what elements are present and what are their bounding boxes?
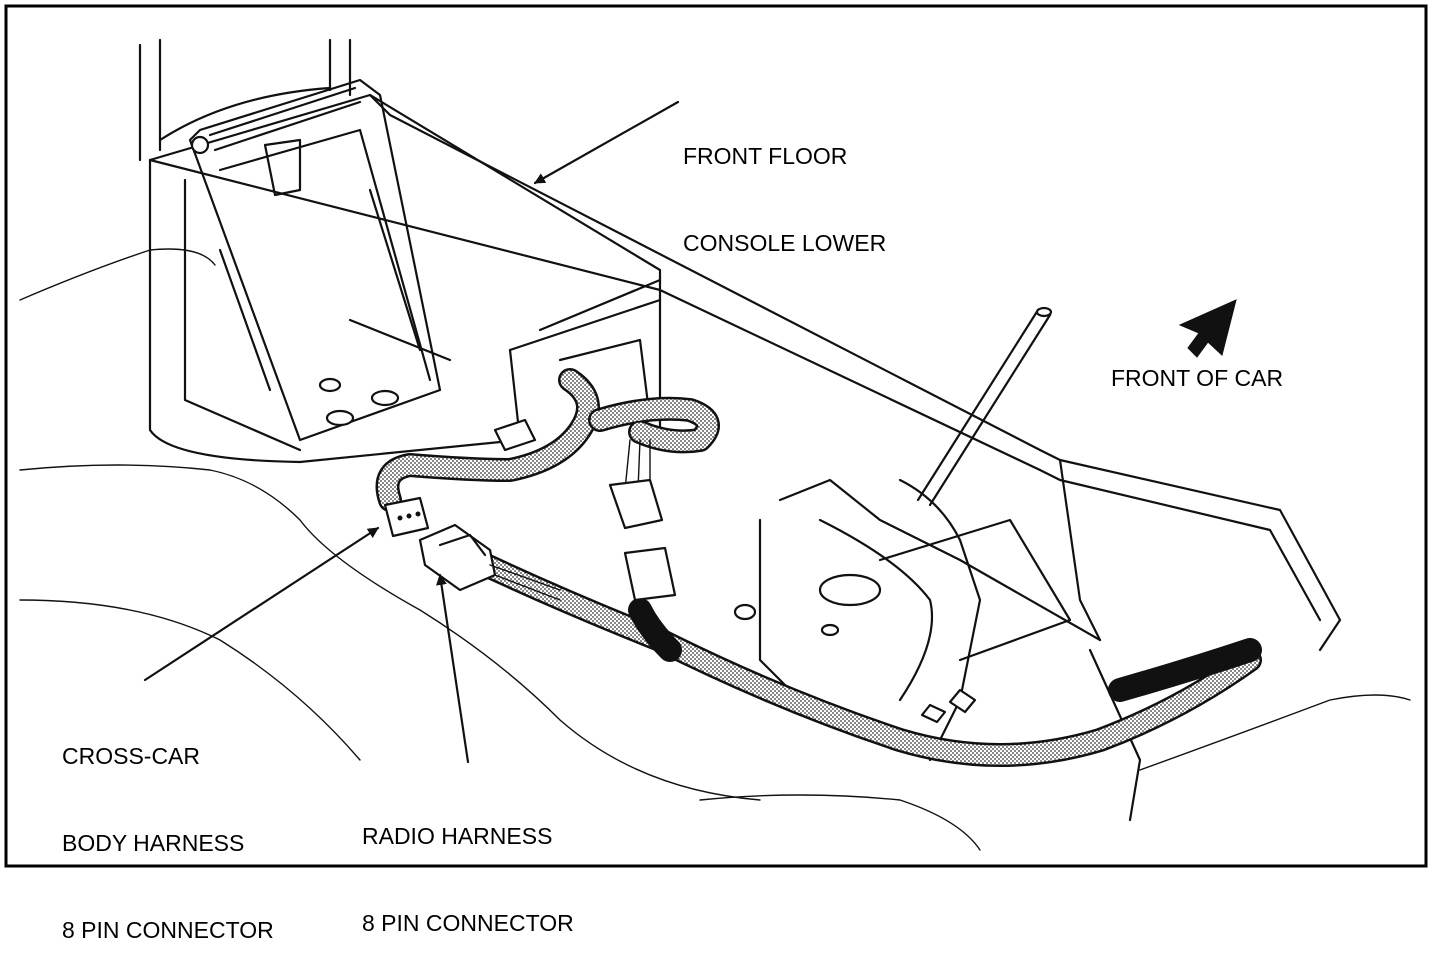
cross-car-label-line2: BODY HARNESS	[62, 830, 245, 856]
radio-harness-label-line1: RADIO HARNESS	[362, 823, 553, 849]
lower-connector	[623, 546, 677, 602]
front-of-car-label: FRONT OF CAR	[1111, 365, 1284, 391]
shift-rod	[916, 306, 1053, 507]
cross-car-label: CROSS-CAR BODY HARNESS 8 PIN CONNECTOR	[62, 684, 274, 974]
radio-harness-label: RADIO HARNESS 8 PIN CONNECTOR	[362, 764, 574, 967]
console-wiring-diagram	[4, 4, 1428, 868]
radio-harness-label-line2: 8 PIN CONNECTOR	[362, 910, 574, 936]
radio-harness-connector	[418, 523, 497, 592]
console-label: FRONT FLOOR CONSOLE LOWER	[683, 84, 886, 287]
upper-connector	[608, 478, 664, 530]
console-body	[138, 38, 1042, 472]
console-label-line1: FRONT FLOOR	[683, 143, 848, 169]
cross-car-connector	[383, 496, 430, 538]
leader-arrows	[143, 100, 680, 764]
shifter-bracket	[733, 448, 1342, 822]
cross-car-label-line3: 8 PIN CONNECTOR	[62, 917, 274, 943]
wiring-harness	[375, 368, 1262, 767]
diagram-border	[4, 4, 1428, 868]
floor-outline	[19, 248, 1411, 851]
console-label-line2: CONSOLE LOWER	[683, 230, 887, 256]
clip-connector	[493, 418, 537, 452]
cross-car-label-line1: CROSS-CAR	[62, 743, 201, 769]
front-direction-arrow	[1178, 299, 1237, 358]
connectors	[383, 418, 677, 602]
